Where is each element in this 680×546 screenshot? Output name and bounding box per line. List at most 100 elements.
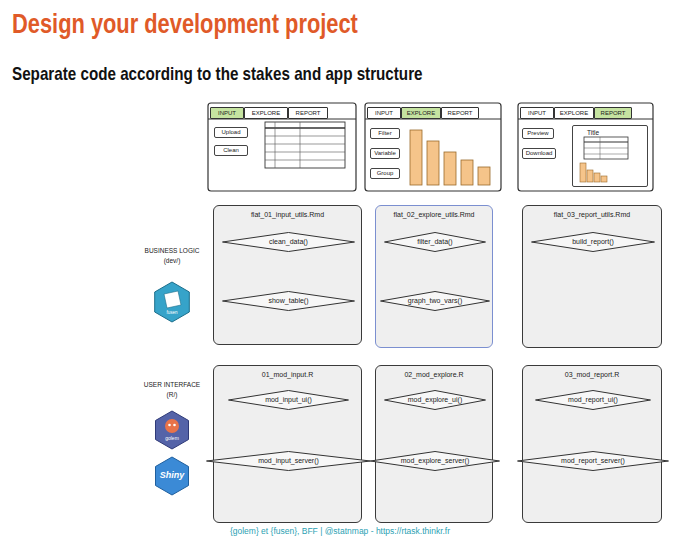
layer-label: USER INTERFACE [132,381,212,388]
code-file-box: 01_mod_input.Rmod_input_ui()mod_input_se… [213,365,362,523]
node-text: Download [526,150,553,157]
function-diamond: filter_data() [384,232,486,252]
diamond-shape [518,452,669,471]
node-text: mod_report_ui() [568,396,618,404]
node-text: EXPLORE [560,110,588,117]
node-text: mod_report_server() [561,457,625,465]
function-diamond: show_table() [222,291,355,311]
node-text: 03_mod_report.R [565,371,619,379]
nav-tab: EXPLORE [401,107,441,119]
ui-button: Download [522,148,556,159]
diamond-shape [381,292,490,311]
code-file-box: 02_mod_explore.R mod_explore_ui() mod_expl… [375,365,493,523]
code-file-box: flat_01_input_utils.Rmdclean_data()show_… [213,205,362,345]
ui-button: Filter [370,128,400,139]
data-table [265,122,345,168]
app-window [208,103,356,191]
fusen-hex-logo [155,282,190,322]
nav-tab: EXPLORE [554,107,594,119]
table-line [265,160,345,161]
logo-text: fusen [152,311,192,316]
ui-button: Preview [522,128,554,139]
bar [444,152,456,185]
window-frame [208,103,356,191]
node-text: INPUT [375,110,393,117]
node-text: EXPLORE [407,110,435,117]
diamond-shape [229,391,349,410]
logo-text: golem [152,436,192,442]
bar [580,163,586,182]
node-text: graph_two_vars() [408,297,462,305]
diamond-shape [532,233,655,252]
logo-text: Shiny [147,471,197,481]
node-text: Clean [223,147,239,154]
hex-badge [155,282,190,322]
bar [594,173,600,182]
golem-hex-logo [156,411,189,449]
nav-tab: INPUT [367,107,401,119]
bar [410,130,422,185]
app-window [365,103,501,191]
node-text: mod_explore_server() [401,457,469,465]
function-diamond: mod_explore_server() [370,451,500,471]
ui-button: Group [370,168,400,179]
subtitle: Separate code according to the stakes an… [12,64,423,85]
nav-tab: EXPLORE [244,107,288,119]
node-text: build_report() [572,238,614,246]
diamond-shape [223,292,355,311]
hex-badge [156,411,189,449]
code-file-box: 03_mod_report.R mod_report_ui() mod_report… [522,365,662,523]
diamond-shape [371,452,500,471]
function-diamond: mod_input_server() [206,451,371,471]
function-diamond: mod_report_ui() [535,390,651,410]
function-diamond: clean_data() [222,232,355,252]
node-text: 01_mod_input.R [262,371,313,379]
bar [601,176,607,182]
table-line [275,122,276,168]
node-text: EXPLORE [252,110,280,117]
node-text: REPORT [296,110,321,117]
node-text: Upload [221,129,240,136]
diamond-shape [207,452,371,471]
node-text: mod_explore_ui() [408,396,462,404]
function-diamond: build_report() [531,232,655,252]
node-text: Group [377,170,394,177]
diamond-shape [385,391,486,410]
node-text: 02_mod_explore.R [404,371,463,379]
nav-tab: INPUT [210,107,244,119]
golem-eye [168,424,171,427]
preview-panel: Title [572,125,648,187]
node-text: show_table() [268,297,308,305]
table-line [600,137,601,159]
table-line [584,154,628,155]
node-text: REPORT [601,110,626,117]
node-text: INPUT [528,110,546,117]
table-line [584,141,628,142]
node-text: Filter [378,130,391,137]
node-text: flat_02_explore_utils.Rmd [394,211,475,219]
table-line [584,148,628,149]
node-text: mod_input_ui() [265,396,312,404]
node-text: INPUT [218,110,236,117]
table-line [300,122,301,168]
function-diamond: graph_two_vars() [380,291,490,311]
diamond-shape [385,233,486,252]
function-diamond: mod_explore_ui() [384,390,486,410]
table-line [265,127,345,128]
nav-tab: REPORT [288,107,328,119]
golem-eye [173,424,176,427]
table-line [265,152,345,153]
diamond-shape [223,233,355,252]
node-text: Preview [527,130,548,137]
code-file-box: flat_03_report_utils.Rmdbuild_report() [522,205,662,348]
layer-label: (dev/) [132,257,212,264]
ui-button: Upload [214,127,248,138]
ui-button: Variable [370,148,400,159]
diamond-shape [536,391,651,410]
node-text: filter_data() [417,238,452,246]
layer-label: (R/) [132,391,212,398]
ui-button: Clean [214,145,248,156]
node-text: clean_data() [269,238,308,246]
bar [587,170,593,182]
